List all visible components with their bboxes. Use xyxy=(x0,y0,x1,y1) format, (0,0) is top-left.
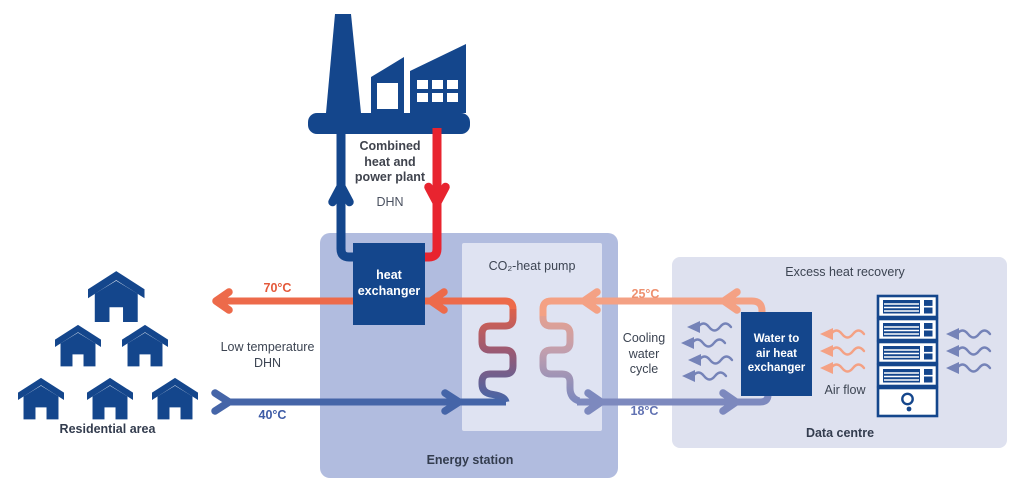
heat-pump-coil-cold xyxy=(539,314,581,405)
dhn-return-arrow-up xyxy=(328,181,354,207)
supply-arrow-left-end xyxy=(212,288,233,314)
supply-line-70c xyxy=(218,297,517,310)
dhn-return-pipe xyxy=(336,128,353,262)
water-to-air-label: Water to air heat exchanger xyxy=(747,332,806,375)
cooling-water-cycle-label: Cooling water cycle xyxy=(622,331,666,376)
supply-arrow-left-mid xyxy=(427,288,448,314)
co2-heat-pump-label: CO₂-heat pump xyxy=(488,259,576,273)
low-temperature-dhn-label: Low temperature DHN xyxy=(220,340,315,370)
cooling-arrow-left-1 xyxy=(580,288,601,314)
temp-18c-label: 18°C xyxy=(630,404,659,418)
energy-station-label: Energy station xyxy=(426,453,514,467)
temp-40c-label: 40°C xyxy=(258,408,287,422)
heat-exchanger-label: heat exchanger xyxy=(357,268,421,298)
airflow-waves-intake xyxy=(944,326,992,376)
cooled-arrow-right-2 xyxy=(719,389,740,415)
cooling-line-25c xyxy=(539,297,766,316)
dhn-supply-arrow-down xyxy=(424,182,450,208)
power-plant-icon xyxy=(308,14,470,134)
temp-70c-label: 70°C xyxy=(263,281,292,295)
heat-exchanger-box: heat exchanger xyxy=(353,243,425,325)
plant-label: Combined heat and power plant xyxy=(354,139,426,184)
airflow-waves-exhaust xyxy=(679,319,734,384)
residential-area-label: Residential area xyxy=(59,422,156,436)
residential-houses-icon xyxy=(18,271,198,420)
excess-heat-recovery-label: Excess heat recovery xyxy=(785,265,905,279)
server-rack-icon xyxy=(876,294,939,418)
heat-pump-coil-hot xyxy=(478,309,517,404)
dhn-supply-pipe xyxy=(425,128,442,262)
return-chevron-start xyxy=(211,389,233,415)
cooling-arrow-left-2 xyxy=(720,288,741,314)
air-flow-label: Air flow xyxy=(824,383,866,397)
cooled-arrow-right-1 xyxy=(584,389,605,415)
airflow-waves-hot xyxy=(818,326,866,376)
data-centre-label: Data centre xyxy=(805,426,875,440)
return-arrow-right-mid xyxy=(441,389,463,415)
temp-25c-label: 25°C xyxy=(631,287,660,301)
water-to-air-exchanger-box: Water to air heat exchanger xyxy=(741,312,812,396)
dhn-label: DHN xyxy=(376,195,404,209)
